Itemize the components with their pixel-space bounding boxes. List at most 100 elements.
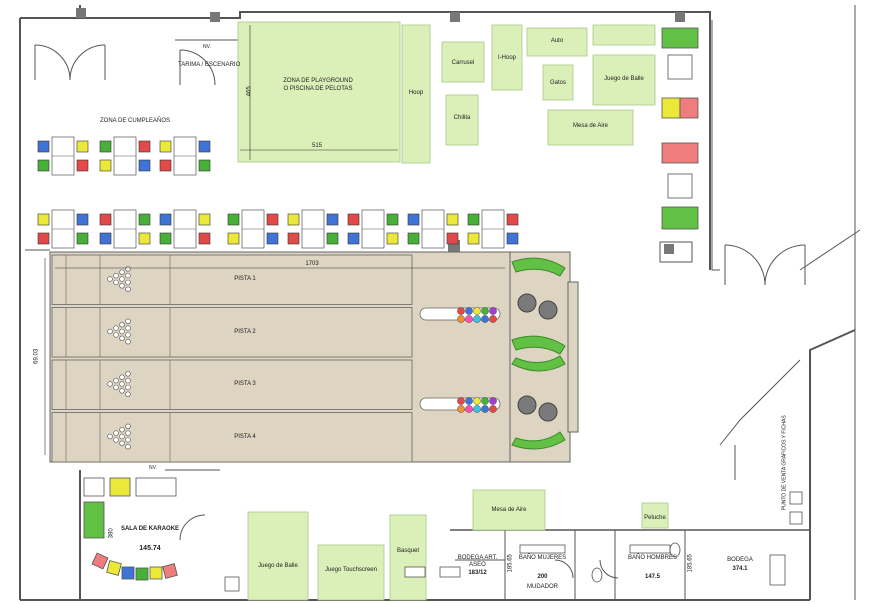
label-mudador: MUDADOR xyxy=(527,584,558,590)
label-bano-hombres-area: 147.5 xyxy=(644,574,660,580)
party-chair xyxy=(227,213,240,226)
bowling-pin xyxy=(125,279,131,286)
party-chair xyxy=(198,140,211,153)
bowling-pin xyxy=(125,332,131,338)
party-chair xyxy=(266,213,279,226)
party-chair xyxy=(37,213,50,226)
bowling-pin xyxy=(113,279,119,286)
bowling-pin xyxy=(125,339,131,345)
bowling-ball xyxy=(457,397,465,405)
bowling-ball xyxy=(457,307,465,315)
bowling-pin xyxy=(107,328,113,335)
lane-label-3: PISTA 3 xyxy=(234,381,256,387)
party-chair xyxy=(407,232,420,245)
bowling-pin xyxy=(113,437,119,443)
party-chair xyxy=(37,159,50,172)
label-dim-playground-width: 515 xyxy=(311,143,322,149)
bowling-pin xyxy=(113,272,119,279)
bowling-pin xyxy=(125,272,131,279)
bowling-pin xyxy=(119,283,125,289)
party-chair xyxy=(37,232,50,245)
bowling-pin xyxy=(125,391,131,397)
party-chair xyxy=(198,213,211,226)
label-dim-playground-height: 465 xyxy=(246,86,253,97)
bowling-ball xyxy=(465,397,473,405)
party-chair xyxy=(198,159,211,172)
bowling-ball xyxy=(473,315,481,323)
party-chair xyxy=(99,213,112,226)
party-chair xyxy=(347,232,360,245)
label-juego-balle-top: Juego de Balle xyxy=(604,76,644,82)
bowling-ball xyxy=(481,397,489,405)
bowling-pin xyxy=(125,437,131,443)
label-dim-small-b: NV. xyxy=(149,465,157,471)
party-chair xyxy=(159,213,172,226)
party-chair xyxy=(99,232,112,245)
label-juego-balle-bottom: Juego de Balle xyxy=(258,563,298,569)
label-peluche: Peluche xyxy=(644,515,666,521)
bowling-pin xyxy=(125,286,131,292)
bowling-pin xyxy=(125,325,131,331)
bowling-pin xyxy=(113,325,119,331)
party-chair xyxy=(506,232,519,245)
party-chair xyxy=(159,159,172,172)
bowling-ball xyxy=(457,315,465,323)
lane-label-1: PISTA 1 xyxy=(234,276,256,282)
label-dim-bath-a: 185.65 xyxy=(507,554,514,573)
label-mesa-aire-bottom: Mesa de Aire xyxy=(491,507,527,513)
label-dim-small-a: NV. xyxy=(203,44,211,50)
bowling-ball xyxy=(465,405,473,413)
party-chair xyxy=(76,213,89,226)
party-chair xyxy=(138,232,151,245)
label-dim-lanes-width: 69.03 xyxy=(33,348,40,364)
bathroom-fixtures xyxy=(224,491,803,592)
party-chair xyxy=(446,232,459,245)
bowling-ball xyxy=(481,405,489,413)
label-mesa-aire-top: Mesa de Aire xyxy=(572,123,609,129)
label-hoop-a: Hoop xyxy=(408,90,424,96)
party-chair xyxy=(407,213,420,226)
label-tarima: TARIMA / ESCENARIO xyxy=(178,62,241,68)
bowling-pin xyxy=(125,318,131,324)
lane-label-2: PISTA 2 xyxy=(234,329,256,335)
party-chair xyxy=(446,213,459,226)
party-chair xyxy=(138,140,151,153)
party-chair xyxy=(266,232,279,245)
lounge-sofas xyxy=(83,27,699,581)
label-bano-mujeres: BAÑO MUJERES xyxy=(518,555,567,561)
bowling-pin xyxy=(113,332,119,338)
label-playground-2: O PISCINA DE PELOTAS xyxy=(283,86,353,92)
label-bodega-aseo-2: ASEO xyxy=(469,562,486,568)
bowling-pin xyxy=(119,440,125,446)
label-punto-venta: PUNTO DE VENTA GRAFICOS Y FICHAS xyxy=(781,415,788,511)
label-chilita: Chilita xyxy=(453,115,471,121)
party-chair xyxy=(99,140,112,153)
game-zones xyxy=(237,21,669,601)
label-playground-1: ZONA DE PLAYGROUND xyxy=(283,78,353,84)
bowling-pin xyxy=(119,328,125,335)
bowling-pin xyxy=(125,430,131,436)
bowling-pin xyxy=(113,384,119,391)
bowling-ball xyxy=(465,307,473,315)
label-karaoke-area: 145.74 xyxy=(139,545,161,552)
walls xyxy=(19,5,861,601)
label-bodega-aseo-area: 183/12 xyxy=(468,570,487,576)
label-bodega: BODEGA xyxy=(727,557,753,563)
bowling-ball xyxy=(489,405,497,413)
party-chair xyxy=(347,213,360,226)
party-chair xyxy=(467,232,480,245)
dimension-lines xyxy=(44,25,505,455)
bowling-ball xyxy=(473,307,481,315)
party-chair xyxy=(326,213,339,226)
party-chair xyxy=(138,213,151,226)
bowling-pin xyxy=(125,371,131,377)
bowling-pin xyxy=(125,384,131,391)
bowling-pin xyxy=(125,266,131,272)
party-chair xyxy=(37,140,50,153)
party-chair xyxy=(326,232,339,245)
label-dim-lanes-length: 1703 xyxy=(305,261,319,267)
label-bano-hombres: BAÑO HOMBRES xyxy=(627,555,677,561)
party-chair xyxy=(386,213,399,226)
label-gatos: Gatos xyxy=(549,80,566,86)
label-carrusel: Carrusel xyxy=(451,60,475,66)
